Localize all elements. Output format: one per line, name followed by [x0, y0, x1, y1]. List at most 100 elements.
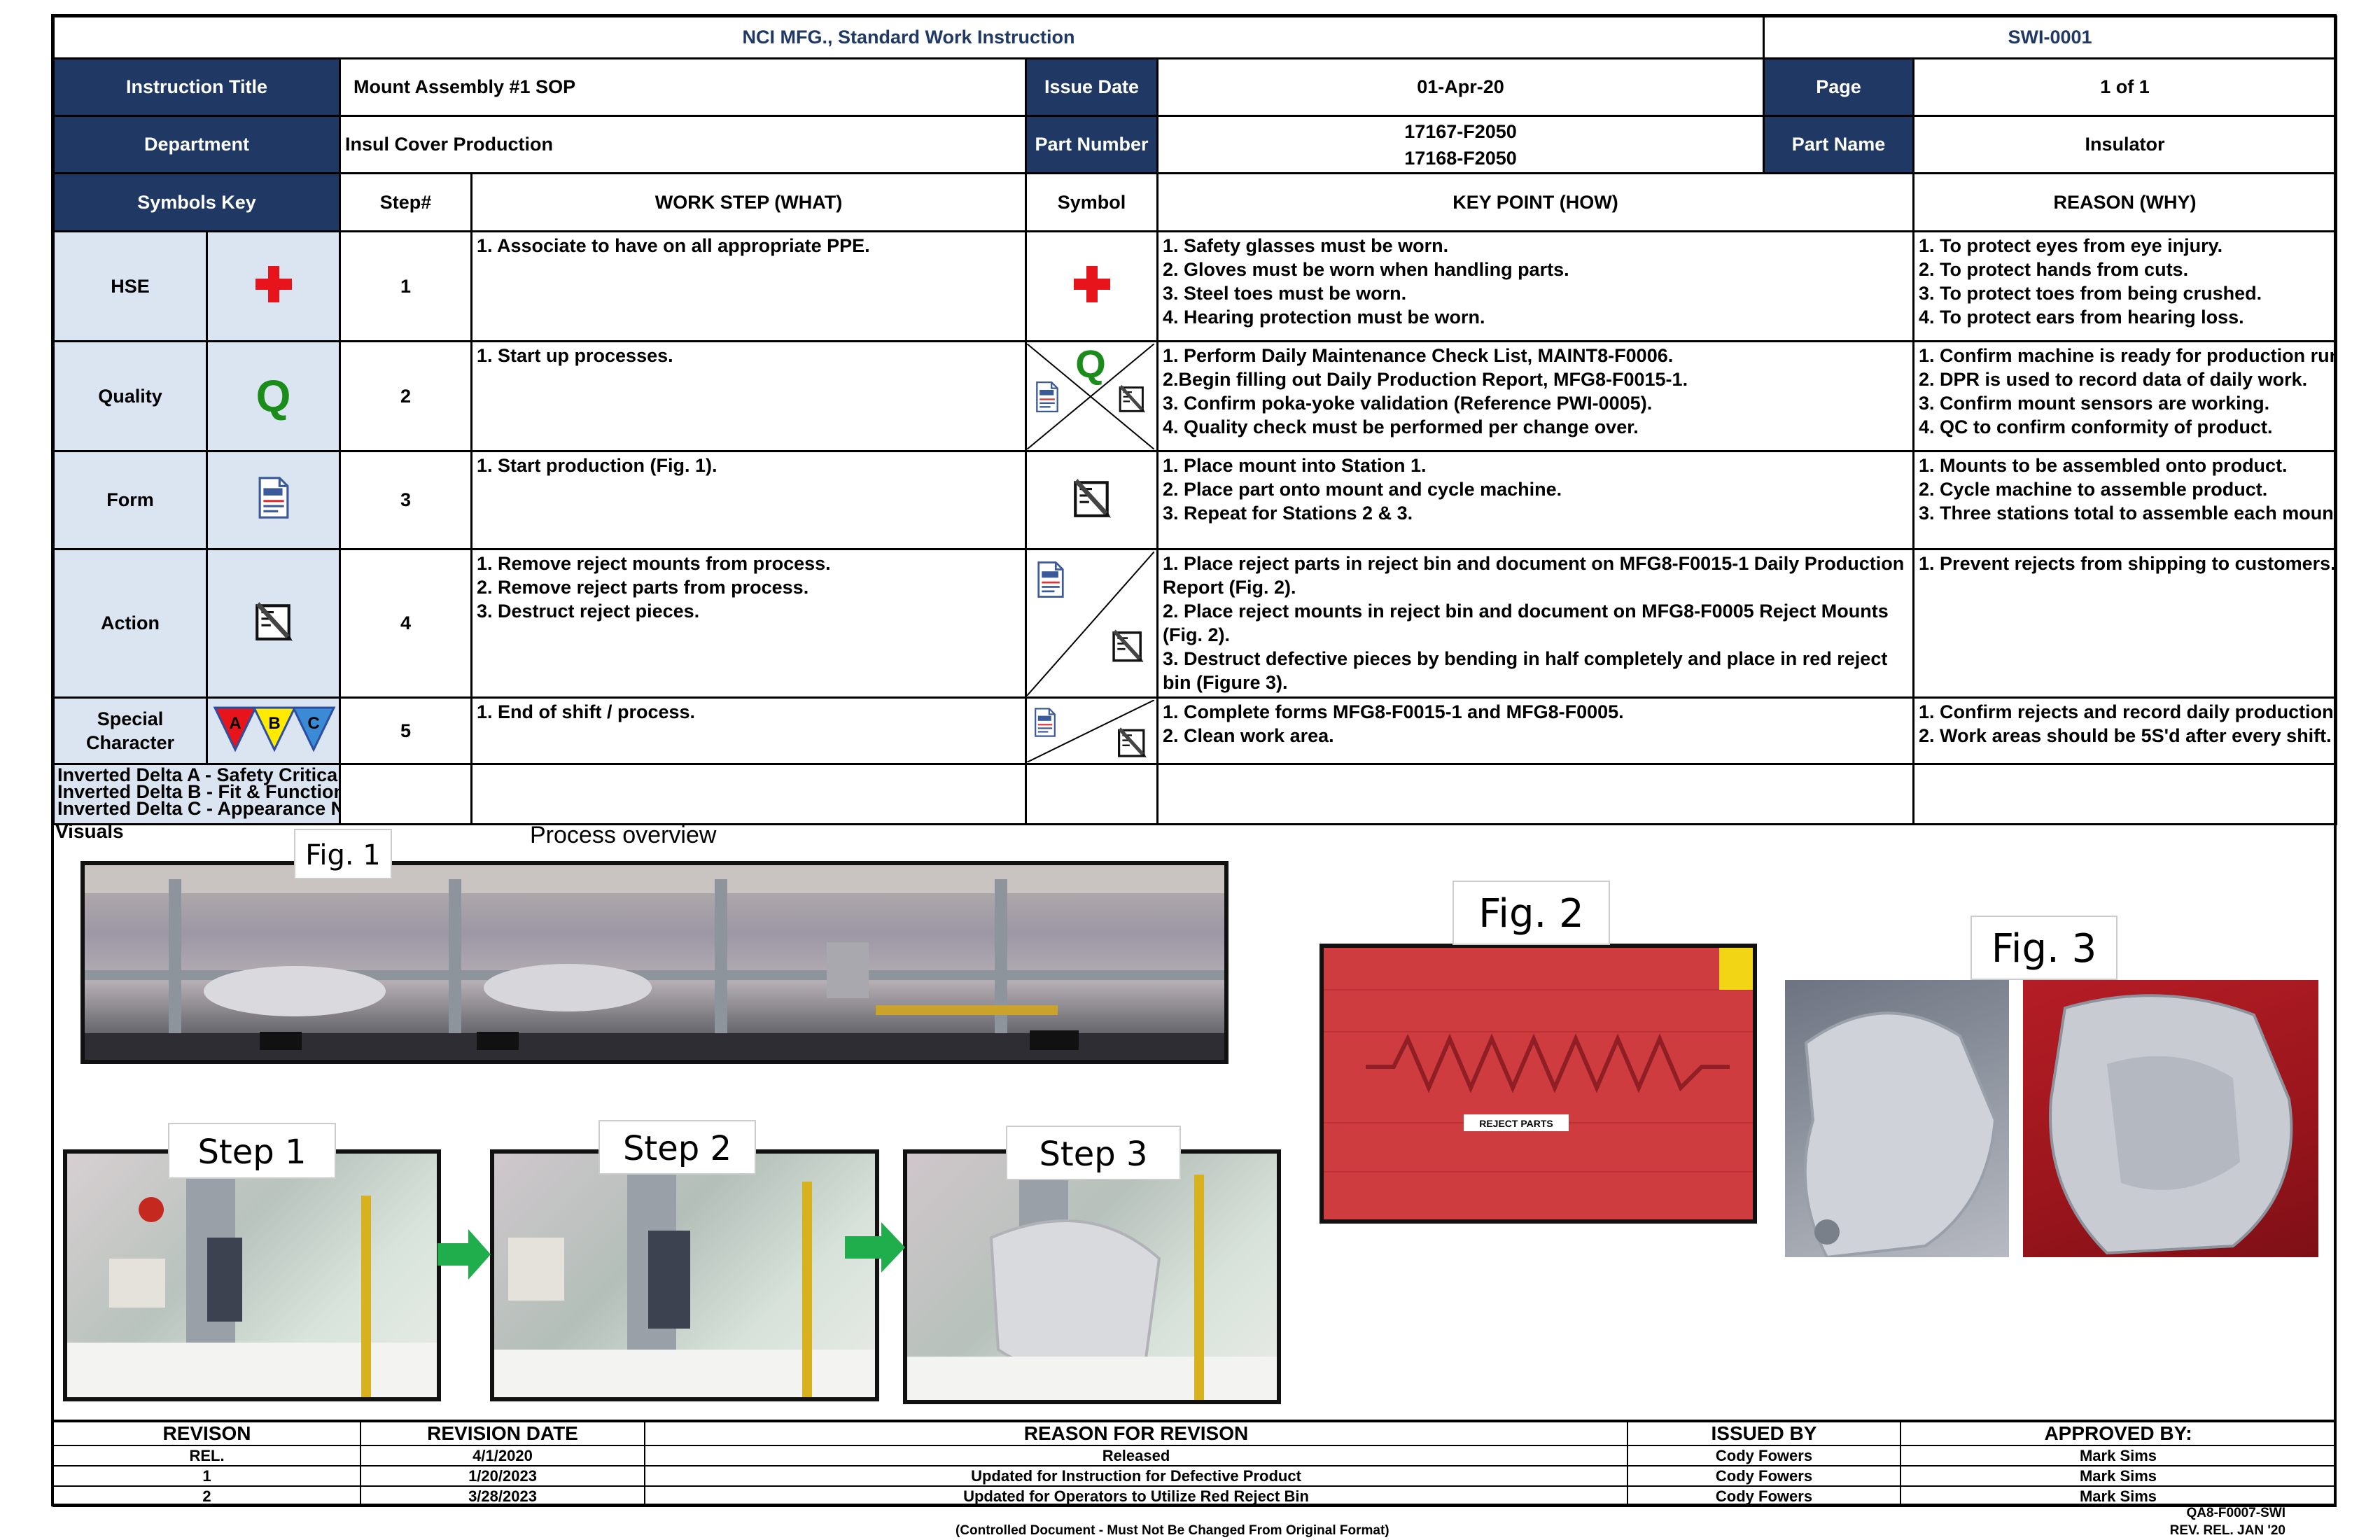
revision-cell: Mark Sims	[1900, 1445, 2337, 1466]
step-1-what: 1. Associate to have on all appropriate …	[470, 230, 1027, 342]
page-number: 1 of 1	[1912, 57, 2338, 117]
step-1-how-line: 2. Gloves must be worn when handling par…	[1163, 259, 1569, 280]
step-number-4: 4	[339, 548, 472, 699]
table-row: REL. 4/1/2020 Released Cody Fowers Mark …	[52, 1445, 2337, 1466]
step-2-why: 1. Confirm machine is ready for producti…	[1912, 340, 2338, 452]
step-5-why: 1. Confirm rejects and record daily prod…	[1912, 696, 2338, 765]
step-4-symbol	[1025, 548, 1158, 699]
step-3-how-line: 2. Place part onto mount and cycle machi…	[1163, 479, 1562, 500]
step-3-symbol	[1025, 450, 1158, 550]
symbols-key-header: Symbols Key	[52, 172, 341, 232]
step-2-how: 1. Perform Daily Maintenance Check List,…	[1156, 340, 1915, 452]
revision-cell: Updated for Operators to Utilize Red Rej…	[644, 1485, 1628, 1507]
step-1-why: 1. To protect eyes from eye injury. 2. T…	[1912, 230, 2338, 342]
revision-cell: 4/1/2020	[360, 1445, 645, 1466]
part-number-2: 17168-F2050	[1404, 147, 1517, 169]
part-number-label: Part Number	[1025, 115, 1158, 174]
table-row: 1 1/20/2023 Updated for Instruction for …	[52, 1465, 2337, 1487]
step-2-symbol: Q	[1025, 340, 1158, 452]
step-1-photo	[63, 1149, 441, 1401]
delta-note-a: Inverted Delta A - Safety Critical Fn. .	[57, 764, 340, 785]
work-instruction-table: NCI MFG., Standard Work Instruction SWI-…	[52, 15, 2338, 825]
step-4-how: 1. Place reject parts in reject bin and …	[1156, 548, 1915, 699]
step-row-2: Quality Q 2 1. Start up processes. Q 1. …	[52, 340, 2338, 452]
revision-cell: REL.	[52, 1445, 361, 1466]
step-3-what-line: 1. Start production (Fig. 1).	[477, 455, 718, 476]
step-5-what: 1. End of shift / process.	[470, 696, 1027, 765]
reason-header: REASON (WHY)	[1912, 172, 2338, 232]
action-pencil-icon	[1112, 628, 1145, 664]
reject-bin-illustration: REJECT PARTS	[1324, 948, 1753, 1219]
action-pencil-icon	[1070, 476, 1114, 519]
machine-illustration	[85, 865, 1224, 1060]
step-5-why-line: 1. Confirm rejects and record daily prod…	[1919, 701, 2334, 722]
step-5-how: 1. Complete forms MFG8-F0015-1 and MFG8-…	[1156, 696, 1915, 765]
fig-2-label: Fig. 2	[1452, 881, 1610, 945]
process-overview-photo	[80, 861, 1228, 1064]
page-label: Page	[1763, 57, 1915, 117]
step-5-symbol	[1025, 696, 1158, 765]
step-2-how-line: 4. Quality check must be performed per c…	[1163, 416, 1639, 438]
form-docs-icon	[258, 475, 290, 520]
instruction-row: Instruction Title Mount Assembly #1 SOP …	[52, 57, 2338, 117]
work-step-header: WORK STEP (WHAT)	[470, 172, 1027, 232]
insulator-part-illustration	[1803, 1011, 1997, 1257]
revision-cell: 3/28/2023	[360, 1485, 645, 1507]
issue-date: 01-Apr-20	[1156, 57, 1765, 117]
department-value: Insul Cover Production	[339, 115, 1027, 174]
step-2-how-line: 1. Perform Daily Maintenance Check List,…	[1163, 345, 1674, 366]
fig-2-photo: REJECT PARTS	[1320, 944, 1757, 1224]
step-1-how-line: 4. Hearing protection must be worn.	[1163, 307, 1485, 328]
step-3-why: 1. Mounts to be assembled onto product. …	[1912, 450, 2338, 550]
delta-note-b: Inverted Delta B - Fit & Function Areas	[57, 781, 340, 802]
step-4-symbol-group	[1028, 551, 1154, 696]
revision-cell: 2	[52, 1485, 361, 1507]
step-2-how-line: 2.Begin filling out Daily Production Rep…	[1163, 369, 1688, 390]
issue-date-label: Issue Date	[1025, 57, 1158, 117]
department-row: Department Insul Cover Production Part N…	[52, 115, 2338, 174]
key-quality-label: Quality	[52, 340, 208, 452]
revision-date-header: REVISION DATE	[360, 1420, 645, 1446]
key-special-character-label: Special Character	[52, 696, 208, 765]
step-number-3: 3	[339, 450, 472, 550]
step-4-what: 1. Remove reject mounts from process. 2.…	[470, 548, 1027, 699]
revision-cell: Mark Sims	[1900, 1465, 2337, 1487]
step-2-photo	[490, 1149, 879, 1401]
step-3-how-line: 1. Place mount into Station 1.	[1163, 455, 1427, 476]
step-3-label: Step 3	[1006, 1126, 1181, 1180]
step-2-why-line: 3. Confirm mount sensors are working.	[1919, 393, 2270, 414]
issued-by-header: ISSUED BY	[1627, 1420, 1901, 1446]
step-2-why-line: 1. Confirm machine is ready for producti…	[1919, 345, 2337, 366]
key-form-label: Form	[52, 450, 208, 550]
step-4-how-line: 3. Destruct defective pieces by bending …	[1163, 648, 1888, 693]
form-docs-icon	[1036, 381, 1058, 412]
key-form-cell	[206, 450, 341, 550]
delta-b-icon: B	[268, 714, 280, 733]
arrow-right-icon	[845, 1222, 905, 1273]
delta-notes-row: Inverted Delta A - Safety Critical Fn. .…	[52, 763, 2338, 825]
step-2-symbol-group: Q	[1028, 343, 1154, 449]
step-2-what-line: 1. Start up processes.	[477, 345, 673, 366]
revision-cell: Cody Fowers	[1627, 1445, 1901, 1466]
instruction-title-label: Instruction Title	[52, 57, 341, 117]
visuals-section: Visuals Process overview Fig. 1	[52, 820, 2335, 1419]
step-row-3: Form 3 1. Start production (Fig. 1). 1. …	[52, 450, 2338, 550]
step-row-4: Action 4 1. Remove reject mounts from pr…	[52, 548, 2338, 699]
revision-header-row: REVISON REVISION DATE REASON FOR REVISON…	[52, 1420, 2337, 1446]
step-3-why-line: 2. Cycle machine to assemble product.	[1919, 479, 2268, 500]
revision-cell: 1/20/2023	[360, 1465, 645, 1487]
quality-q-icon: Q	[1075, 344, 1106, 386]
controlled-document-note: (Controlled Document - Must Not Be Chang…	[955, 1523, 1390, 1538]
step-1-label: Step 1	[168, 1123, 336, 1179]
step-4-what-line: 3. Destruct reject pieces.	[477, 601, 700, 622]
step-2-why-line: 2. DPR is used to record data of daily w…	[1919, 369, 2308, 390]
step-5-symbol-group	[1028, 699, 1154, 762]
approved-by-header: APPROVED BY:	[1900, 1420, 2337, 1446]
step-3-why-line: 1. Mounts to be assembled onto product.	[1919, 455, 2288, 476]
process-overview-label: Process overview	[530, 822, 717, 848]
station-illustration	[494, 1154, 875, 1397]
step-1-how-line: 1. Safety glasses must be worn.	[1163, 235, 1449, 256]
step-2-label: Step 2	[598, 1120, 756, 1175]
table-row: 2 3/28/2023 Updated for Operators to Uti…	[52, 1485, 2337, 1507]
hse-cross-icon	[1071, 263, 1113, 305]
